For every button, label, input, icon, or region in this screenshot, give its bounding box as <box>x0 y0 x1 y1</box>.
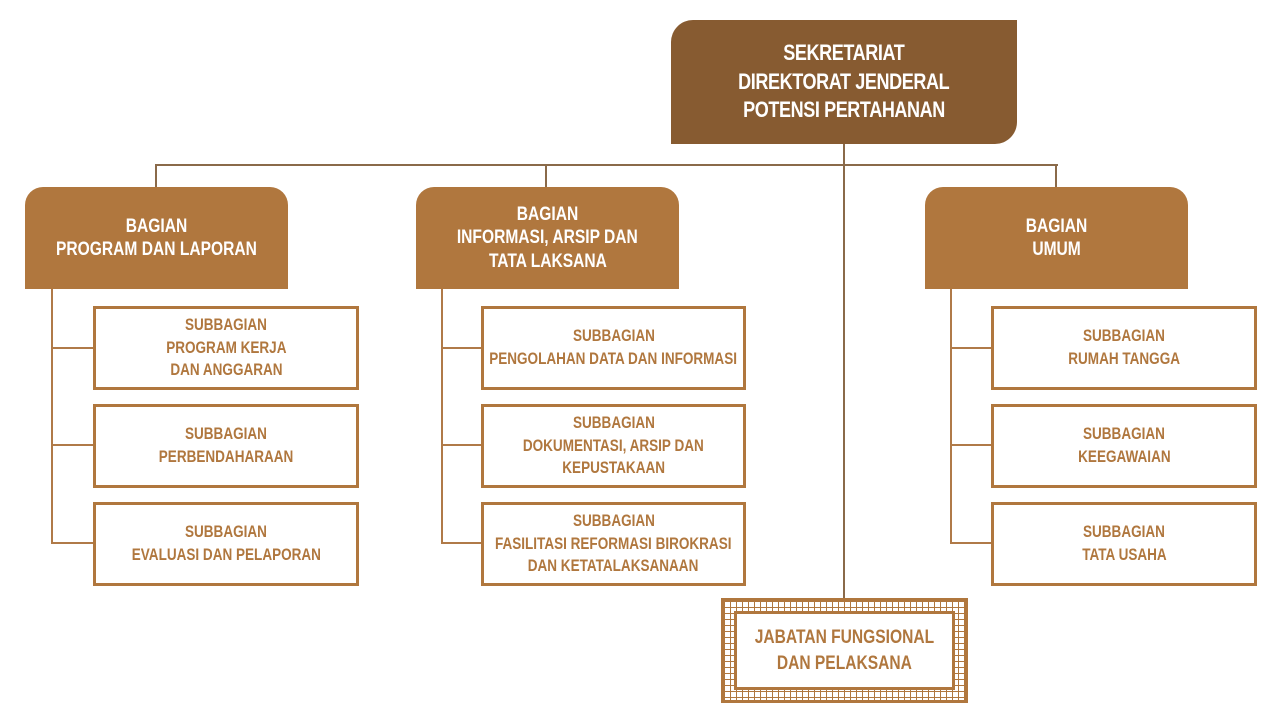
connector-drop-section-2 <box>545 164 547 188</box>
section-line: BAGIAN <box>125 215 188 237</box>
sub-line: SUBBAGIAN <box>572 413 655 432</box>
root-line-1: SEKRETARIAT <box>783 40 905 66</box>
root-node-sekretariat: SEKRETARIAT DIREKTORAT JENDERAL POTENSI … <box>671 20 1017 144</box>
sub-node-fasilitasi-reformasi: SUBBAGIAN FASILITASI REFORMASI BIROKRASI… <box>481 502 746 586</box>
sub-line: SUBBAGIAN <box>572 327 655 346</box>
sub-line: DAN KETATALAKSANAAN <box>528 557 699 576</box>
connector-section-3-sub-1 <box>950 347 992 349</box>
connector-horizontal-bus <box>155 164 1058 166</box>
functional-node-jabatan: JABATAN FUNGSIONAL DAN PELAKSANA <box>734 611 955 690</box>
section-node-program-dan-laporan: BAGIAN PROGRAM DAN LAPORAN <box>25 187 288 289</box>
sub-line: KEPUSTAKAAN <box>562 459 665 478</box>
section-line: PROGRAM DAN LAPORAN <box>56 239 257 260</box>
sub-node-evaluasi: SUBBAGIAN EVALUASI DAN PELAPORAN <box>93 502 359 586</box>
sub-line: SUBBAGIAN <box>572 511 655 530</box>
connector-section-2-sub-1 <box>441 347 482 349</box>
sub-node-pengolahan-data: SUBBAGIAN PENGOLAHAN DATA DAN INFORMASI <box>481 306 746 390</box>
sub-line: RUMAH TANGGA <box>1068 350 1180 368</box>
connector-root-trunk <box>843 143 845 599</box>
sub-node-tata-usaha: SUBBAGIAN TATA USAHA <box>991 502 1257 586</box>
sub-line: SUBBAGIAN <box>1083 425 1165 444</box>
sub-line: PENGOLAHAN DATA DAN INFORMASI <box>489 350 738 368</box>
sub-line: SUBBAGIAN <box>185 315 267 334</box>
root-line-2: DIREKTORAT JENDERAL <box>738 68 950 94</box>
sub-line: KEEGAWAIAN <box>1077 448 1171 466</box>
sub-line: SUBBAGIAN <box>1083 327 1165 346</box>
connector-section-2-sub-3 <box>441 542 482 544</box>
sub-node-dokumentasi: SUBBAGIAN DOKUMENTASI, ARSIP DAN KEPUSTA… <box>481 404 746 488</box>
connector-section-3-sub-2 <box>950 444 992 446</box>
connector-section-1-spine <box>51 288 53 544</box>
connector-section-1-sub-1 <box>51 347 94 349</box>
sub-line: SUBBAGIAN <box>185 523 267 542</box>
connector-section-1-sub-3 <box>51 542 94 544</box>
sub-node-keegawaian: SUBBAGIAN KEEGAWAIAN <box>991 404 1257 488</box>
sub-line: PERBENDAHARAAN <box>158 448 294 466</box>
section-line: TATA LAKSANA <box>488 250 607 272</box>
connector-section-3-spine <box>950 288 952 544</box>
sub-line: SUBBAGIAN <box>185 425 267 444</box>
sub-line: SUBBAGIAN <box>1083 523 1165 542</box>
sub-node-rumah-tangga: SUBBAGIAN RUMAH TANGGA <box>991 306 1257 390</box>
section-line: UMUM <box>1032 239 1081 260</box>
sub-node-program-kerja: SUBBAGIAN PROGRAM KERJA DAN ANGGARAN <box>93 306 359 390</box>
connector-section-2-spine <box>441 288 443 544</box>
connector-section-3-sub-3 <box>950 542 992 544</box>
section-line: BAGIAN <box>1025 215 1088 237</box>
section-node-umum: BAGIAN UMUM <box>925 187 1188 289</box>
section-node-informasi-arsip: BAGIAN INFORMASI, ARSIP DAN TATA LAKSANA <box>416 187 679 289</box>
sub-node-perbendaharaan: SUBBAGIAN PERBENDAHARAAN <box>93 404 359 488</box>
sub-line: TATA USAHA <box>1081 546 1167 564</box>
sub-line: FASILITASI REFORMASI BIROKRASI <box>495 534 732 553</box>
connector-section-1-sub-2 <box>51 444 94 446</box>
root-line-3: POTENSI PERTAHANAN <box>743 97 945 123</box>
connector-drop-section-1 <box>155 164 157 188</box>
sub-line: DOKUMENTASI, ARSIP DAN <box>523 436 704 455</box>
sub-line: EVALUASI DAN PELAPORAN <box>131 546 321 564</box>
sub-line: DAN ANGGARAN <box>169 361 283 380</box>
connector-section-2-sub-2 <box>441 444 482 446</box>
connector-drop-section-3 <box>1055 164 1057 188</box>
section-line: BAGIAN <box>516 204 579 226</box>
functional-line: DAN PELAKSANA <box>776 652 913 674</box>
section-line: INFORMASI, ARSIP DAN <box>457 227 638 249</box>
functional-line: JABATAN FUNGSIONAL <box>754 626 935 648</box>
sub-line: PROGRAM KERJA <box>165 338 287 357</box>
